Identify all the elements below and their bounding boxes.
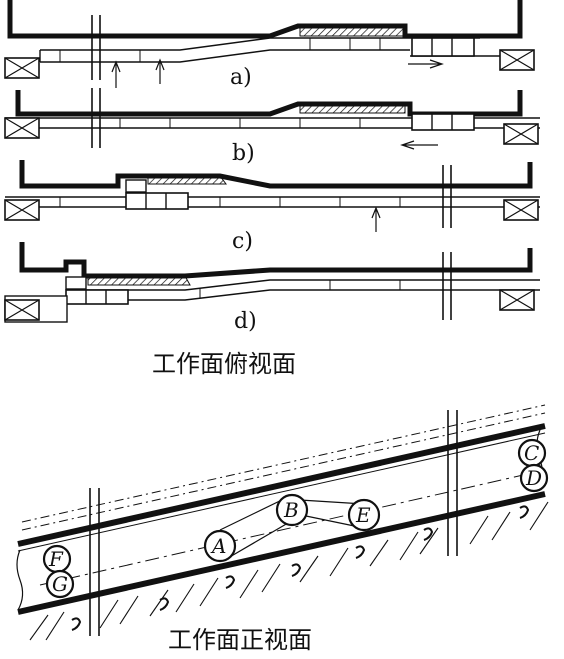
front-view-caption: 工作面正视面 — [168, 626, 312, 654]
panel-c — [4, 160, 540, 232]
node-label-c: C — [524, 441, 539, 465]
panel-label-a: a) — [230, 65, 252, 90]
panel-label-d: d) — [234, 309, 257, 334]
node-label-a: A — [210, 534, 226, 558]
node-label-d: D — [525, 466, 542, 490]
front-view: A B E C D F G — [16, 404, 549, 641]
node-label-b: B — [283, 498, 299, 522]
node-label-f: F — [48, 547, 64, 571]
node-label-g: G — [52, 572, 68, 596]
panel-a — [4, 0, 535, 88]
node-label-e: E — [355, 503, 371, 527]
panel-label-c: c) — [232, 229, 253, 254]
panel-b — [4, 88, 540, 150]
top-view-caption: 工作面俯视面 — [152, 350, 296, 378]
panel-label-b: b) — [232, 141, 255, 166]
panel-d — [4, 242, 540, 323]
